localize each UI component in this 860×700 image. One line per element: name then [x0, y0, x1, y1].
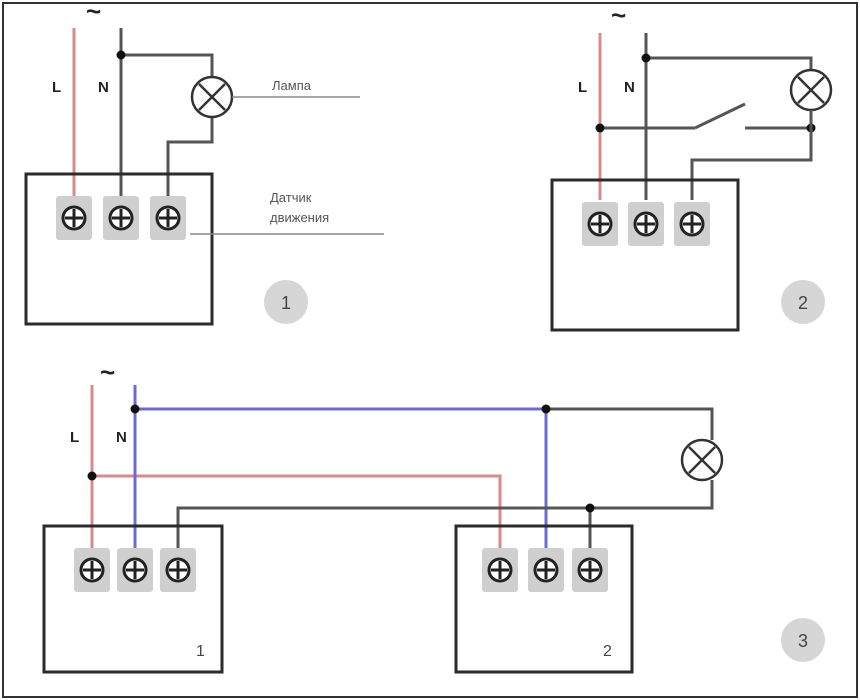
lamp-label: Лампа	[272, 78, 312, 93]
label-l: L	[70, 429, 79, 446]
terminal-screw-icon	[580, 200, 620, 248]
badge-2	[781, 280, 825, 324]
sensor-label-line1: Датчик	[270, 190, 312, 205]
diagram-1: ~ L N Лампа Датчик движения 1	[24, 0, 384, 326]
sensor-box	[24, 172, 214, 326]
junction-dot	[595, 123, 605, 133]
lamp-icon	[680, 438, 724, 482]
sensor-label-line2: движения	[270, 210, 329, 225]
diagram-3: ~ L N 1 2 3	[42, 357, 825, 674]
ac-symbol: ~	[86, 0, 101, 26]
label-n: N	[624, 79, 635, 96]
lamp-load-wire	[176, 480, 714, 548]
junction-dot	[130, 404, 140, 414]
lamp-load-wire	[166, 117, 214, 196]
label-n: N	[116, 429, 127, 446]
terminal-screw-icon	[526, 546, 566, 594]
label-l: L	[578, 79, 587, 96]
sensor-box-2	[454, 524, 634, 674]
badge-2-text: 2	[798, 293, 808, 313]
terminal-screw-icon	[480, 546, 520, 594]
lamp-neutral-wire	[546, 407, 714, 440]
lamp-neutral-wire	[646, 56, 813, 70]
lamp-icon	[789, 68, 833, 112]
badge-3	[781, 618, 825, 662]
terminal-screw-icon	[148, 194, 188, 242]
terminal-screw-icon	[115, 546, 155, 594]
badge-1-text: 1	[281, 293, 291, 313]
terminal-screw-icon	[72, 546, 112, 594]
lamp-icon	[190, 75, 234, 119]
badge-1	[264, 280, 308, 324]
switch-icon	[694, 102, 746, 130]
terminal-screw-icon	[672, 200, 712, 248]
ac-symbol: ~	[611, 0, 626, 30]
junction-dot	[585, 503, 595, 513]
label-n: N	[98, 79, 109, 96]
ac-symbol: ~	[100, 357, 115, 387]
terminal-screw-icon	[570, 546, 610, 594]
terminal-screw-icon	[626, 200, 666, 248]
lamp-load-wire	[690, 110, 813, 200]
box-2-number: 2	[603, 643, 612, 660]
diagram-2: ~ L N 2	[550, 0, 833, 332]
sensor-box	[550, 178, 740, 332]
badge-3-text: 3	[798, 631, 808, 651]
junction-dot	[87, 471, 97, 481]
terminal-screw-icon	[101, 194, 141, 242]
junction-dot	[641, 53, 651, 63]
junction-dot	[541, 404, 551, 414]
phase-branch-wire	[92, 474, 502, 548]
sensor-box-1	[42, 524, 224, 674]
terminal-screw-icon	[158, 546, 198, 594]
junction-dot	[116, 50, 126, 60]
box-1-number: 1	[196, 643, 205, 660]
terminal-screw-icon	[54, 194, 94, 242]
label-l: L	[52, 79, 61, 96]
lamp-neutral-wire	[121, 53, 214, 77]
